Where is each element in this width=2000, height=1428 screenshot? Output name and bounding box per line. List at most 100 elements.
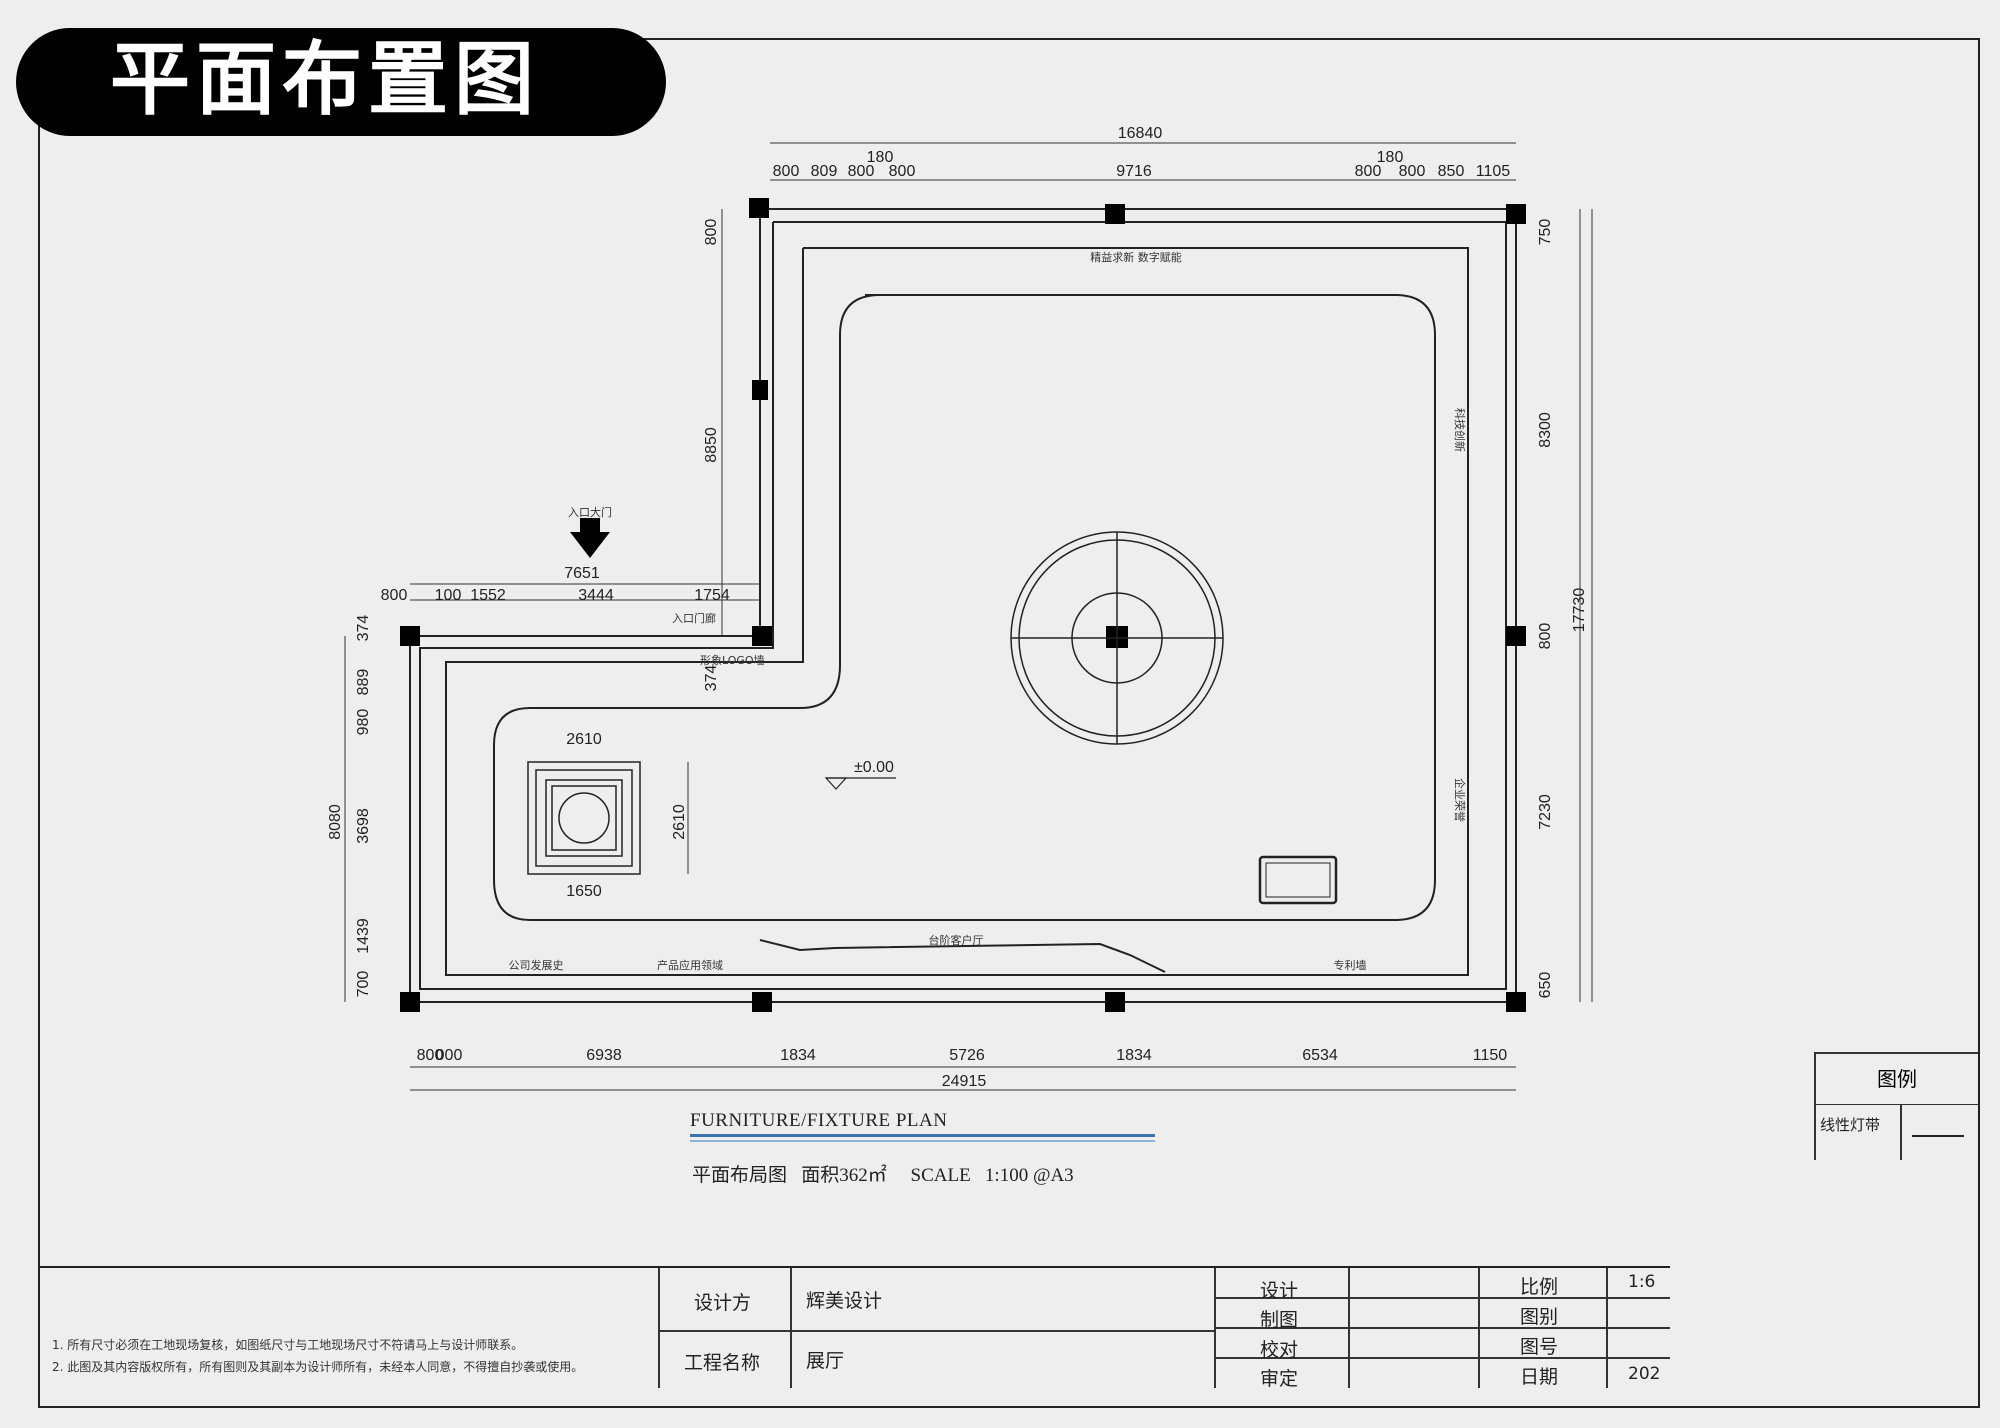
tb-divider (658, 1268, 660, 1388)
tb-divider (1214, 1297, 1670, 1299)
tb-project-label: 工程名称 (684, 1352, 761, 1374)
dim-text: 800 (1355, 163, 1382, 180)
label-logo-wall: 形象LOGO墙 (700, 653, 765, 667)
dim-text: 6938 (586, 1047, 622, 1064)
entrance-arrow-icon (570, 532, 610, 558)
tb-role-checking: 校对 (1260, 1339, 1299, 1361)
tb-note-2: 2. 此图及其内容版权所有，所有图则及其副本为设计师所有，未经本人同意，不得擅自… (52, 1360, 584, 1374)
dim-text: 800 (1399, 163, 1426, 180)
dim-text: 1754 (694, 587, 730, 604)
fixture-plan-title: FURNITURE/FIXTURE PLAN (690, 1110, 948, 1131)
dim-text: 800 (381, 587, 408, 604)
tb-field-scale: 比例 (1520, 1276, 1559, 1298)
dim-text: 9716 (1116, 163, 1152, 180)
dim-text: 374 (355, 615, 372, 642)
dim-text: 1650 (566, 883, 602, 900)
dim-text: 8080 (327, 804, 344, 840)
legend-box: 图例 线性灯带 (1814, 1052, 1978, 1160)
dim-text: 800 (773, 163, 800, 180)
legend-line-sample-icon (1912, 1135, 1964, 1137)
display-wall-line (445, 247, 1469, 976)
label-bottom-left-1: 公司发展史 (509, 958, 564, 972)
dim-text: 374 (703, 665, 720, 692)
fixture-underline (690, 1134, 1155, 1137)
column (752, 626, 772, 646)
drawing-frame (38, 38, 1980, 1408)
tb-project-value: 展厅 (806, 1350, 845, 1372)
dim-text: 800 (848, 163, 875, 180)
tb-divider (790, 1268, 792, 1388)
column (752, 380, 768, 400)
dim-text: 1150 (1473, 1047, 1508, 1064)
column (1506, 626, 1526, 646)
tb-divider (658, 1330, 1214, 1332)
label-entrance-gate: 入口门廊 (672, 611, 716, 625)
legend-row-label: 线性灯带 (1820, 1116, 1881, 1134)
square-outer (527, 761, 641, 875)
label-bottom-mid: 台阶客户厅 (929, 933, 984, 947)
tb-field-category: 图别 (1520, 1306, 1559, 1328)
dimension-lines (344, 142, 1593, 1091)
dim-text: 000 (436, 1047, 463, 1064)
tb-divider (1214, 1327, 1670, 1329)
tb-role-approval: 审定 (1260, 1368, 1299, 1390)
dimension-texts: 16840 180 800 809 800 800 9716 180 800 8… (327, 125, 1588, 1090)
level-text: ±0.00 (854, 759, 894, 776)
dim-text: 3444 (578, 587, 614, 604)
tb-design-party-value: 辉美设计 (806, 1290, 883, 1312)
dim-text: 180 (1377, 149, 1404, 166)
column (752, 992, 772, 1012)
dim-text: 800 (889, 163, 916, 180)
tb-divider (1214, 1357, 1670, 1359)
page-title: 平面布置图 (110, 33, 540, 126)
dim-text: 7651 (564, 565, 600, 582)
tb-date-value: 202 (1628, 1364, 1661, 1384)
dim-text: 800 (1537, 623, 1554, 650)
dim-text: 24915 (942, 1073, 987, 1090)
dim-text: 6534 (1302, 1047, 1338, 1064)
dim-text: 17730 (1571, 588, 1588, 633)
label-top-wall: 精益求新 数字赋能 (1090, 250, 1182, 264)
dim-text: 800 (417, 1047, 444, 1064)
dim-text: 1105 (1476, 163, 1511, 180)
fixture-underline-secondary (690, 1140, 1155, 1142)
tb-role-design: 设计 (1260, 1280, 1299, 1302)
dim-text: 1552 (470, 587, 506, 604)
column (1506, 992, 1526, 1012)
dim-text: 100 (435, 587, 462, 604)
dim-text: 180 (867, 149, 894, 166)
tb-note-1: 1. 所有尺寸必须在工地现场复核，如图纸尺寸与工地现场尺寸不符请马上与设计师联系… (52, 1338, 524, 1352)
columns (400, 198, 1526, 1012)
dim-text: 650 (1537, 972, 1554, 999)
tb-field-date: 日期 (1520, 1366, 1559, 1388)
label-right-wall-2: 企业荣誉 (1453, 778, 1467, 822)
column (400, 992, 420, 1012)
dim-text: 809 (811, 163, 838, 180)
title-banner (16, 28, 666, 136)
dim-text: 1834 (1116, 1047, 1152, 1064)
dim-text: 700 (355, 971, 372, 998)
desk-fixture (1258, 855, 1338, 905)
legend-header: 图例 (1816, 1054, 1978, 1105)
round-display-platform (1010, 531, 1224, 745)
column (400, 626, 420, 646)
dim-text: 980 (355, 709, 372, 736)
dim-text: 7230 (1537, 794, 1554, 830)
title-block: 1. 所有尺寸必须在工地现场复核，如图纸尺寸与工地现场尺寸不符请马上与设计师联系… (38, 1266, 1670, 1390)
dim-text: 800 (703, 219, 720, 246)
label-right-wall-1: 科技创新 (1453, 408, 1467, 452)
dim-text: 8850 (703, 427, 720, 463)
dim-text: 5726 (949, 1047, 985, 1064)
label-entrance: 入口大门 (568, 505, 612, 519)
tb-field-number: 图号 (1520, 1336, 1559, 1358)
column (1105, 204, 1125, 224)
column (749, 198, 769, 218)
dim-text: 16840 (1118, 125, 1163, 142)
dim-text: 1834 (780, 1047, 816, 1064)
dim-text: 889 (355, 669, 372, 696)
square-inner-circle (558, 792, 610, 844)
dim-text: 2610 (566, 731, 602, 748)
label-bottom-right: 专利墙 (1334, 958, 1367, 972)
legend-separator (1900, 1104, 1902, 1160)
